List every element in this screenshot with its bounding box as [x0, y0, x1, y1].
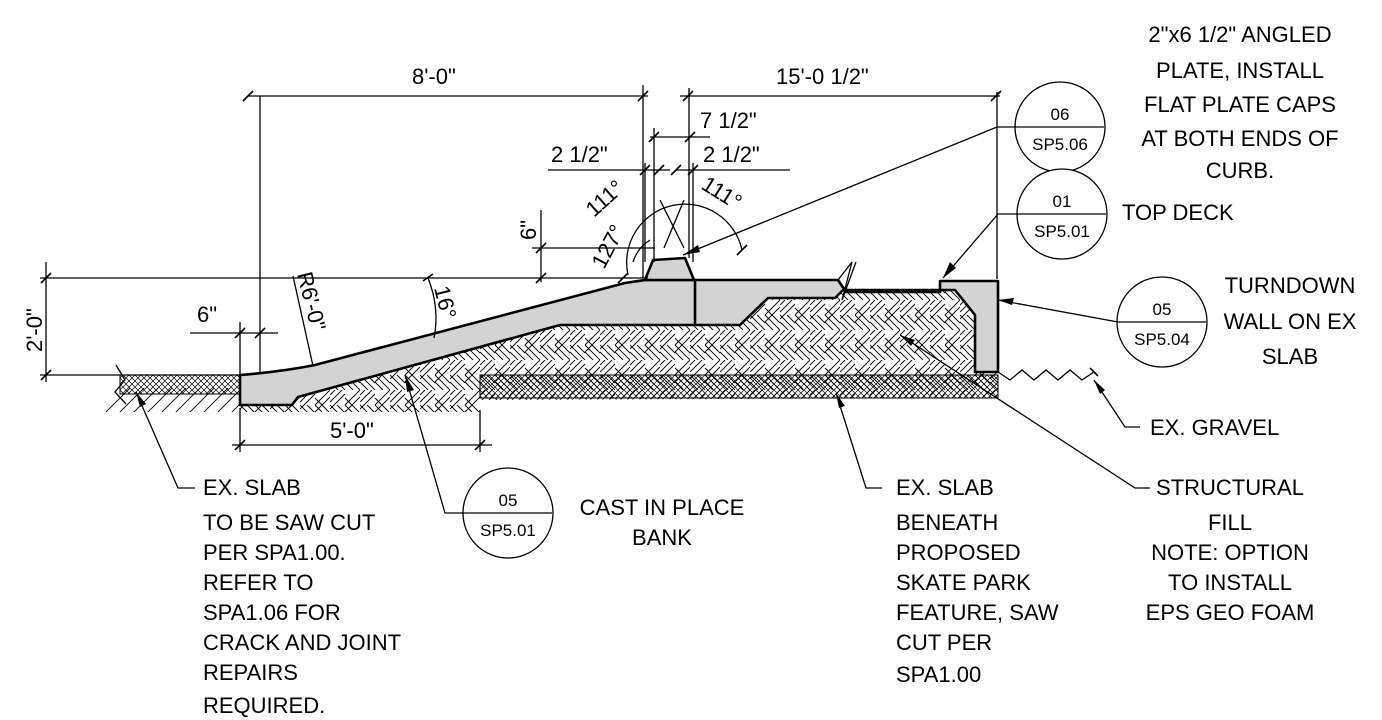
dim-6in-vert: 6" [516, 220, 541, 240]
bank-concrete-shape [238, 278, 1000, 407]
angled-plate-line-2: PLATE, INSTALL [1156, 58, 1324, 83]
ex-slab-center-line-5: FEATURE, SAW [896, 600, 1059, 625]
ex-slab-left-line-5: SPA1.06 FOR [203, 600, 341, 625]
turndown-line-2: WALL ON EX [1224, 309, 1357, 334]
callout-05-sheet: SP5.04 [1134, 330, 1190, 349]
note-ex-slab-center: EX. SLAB BENEATH PROPOSED SKATE PARK FEA… [835, 392, 1059, 687]
angled-plate-line-5: CURB. [1206, 158, 1274, 183]
bank-line-1: CAST IN PLACE [580, 495, 745, 520]
note-ex-slab-left: EX. SLAB TO BE SAW CUT PER SPA1.00. REFE… [135, 391, 401, 718]
ex-slab-center-line-4: SKATE PARK [896, 570, 1031, 595]
ex-slab-left-line-2: TO BE SAW CUT [203, 510, 375, 535]
ex-slab-left-line-3: PER SPA1.00. [203, 540, 346, 565]
structural-fill-line-2: FILL [1208, 510, 1252, 535]
structural-fill-line-5: EPS GEO FOAM [1146, 600, 1315, 625]
existing-slab-left [119, 374, 241, 395]
callout-turndown: 05 SP5.04 TURNDOWN WALL ON EX SLAB [997, 273, 1357, 369]
dim-2ft: 2'-0" [22, 308, 47, 352]
turndown-line-3: SLAB [1262, 344, 1318, 369]
dim-5ft: 5'-0" [330, 418, 374, 443]
ex-slab-center-line-2: BENEATH [896, 510, 998, 535]
dim-127: 127° [586, 220, 629, 272]
dim-8ft: 8'-0" [412, 64, 456, 89]
bank-line-2: BANK [632, 525, 692, 550]
dim-16deg: 16° [429, 283, 461, 321]
ex-slab-center-line-1: EX. SLAB [896, 475, 994, 500]
existing-slab-center [479, 374, 999, 399]
ex-slab-left-line-4: REFER TO [203, 570, 313, 595]
dim-6in: 6" [197, 302, 217, 327]
dim-111-left: 111° [581, 175, 629, 222]
callout-06-num: 06 [1051, 105, 1070, 124]
angled-plate-line-4: AT BOTH ENDS OF [1141, 126, 1338, 151]
note-ex-gravel: EX. GRAVEL [1093, 379, 1279, 440]
ex-slab-left-line-6: CRACK AND JOINT [203, 630, 401, 655]
ex-slab-left-line-8: REQUIRED. [203, 693, 325, 718]
ex-gravel-label: EX. GRAVEL [1150, 415, 1279, 440]
structural-fill-line-3: NOTE: OPTION [1151, 540, 1309, 565]
angled-plate-line-1: 2"x6 1/2" ANGLED [1148, 22, 1331, 47]
concrete-bank [238, 256, 1000, 407]
ex-slab-left-line-1: EX. SLAB [203, 475, 301, 500]
callout-01-sheet: SP5.01 [1034, 222, 1090, 241]
callout-06-sheet: SP5.06 [1032, 135, 1088, 154]
callout-angled-plate: 06 SP5.06 2"x6 1/2" ANGLED PLATE, INSTAL… [682, 22, 1339, 256]
structural-fill-line-4: TO INSTALL [1168, 570, 1292, 595]
ex-slab-center-line-7: SPA1.00 [896, 662, 981, 687]
callout-bank-num: 05 [499, 491, 518, 510]
callout-05-num: 05 [1153, 300, 1172, 319]
saw-cut-break-left [114, 364, 127, 405]
note-structural-fill: STRUCTURAL FILL NOTE: OPTION TO INSTALL … [899, 334, 1315, 625]
dim-2half-left: 2 1/2" [551, 142, 608, 167]
ex-slab-left-line-7: REPAIRS [203, 660, 298, 685]
ex-slab-center-line-3: PROPOSED [896, 540, 1021, 565]
deck-break [837, 261, 857, 301]
dim-7half: 7 1/2" [700, 108, 757, 133]
callout-top-deck: 01 SP5.01 TOP DECK [942, 168, 1234, 279]
callout-bank-sheet: SP5.01 [480, 521, 536, 540]
top-deck-label: TOP DECK [1122, 200, 1234, 225]
structural-fill-line-1: STRUCTURAL [1156, 475, 1304, 500]
ex-gravel-zigzag [997, 369, 1095, 381]
dim-2half-right: 2 1/2" [703, 142, 760, 167]
dim-15ft: 15'-0 1/2" [776, 64, 869, 89]
angled-plate-coping [643, 256, 696, 282]
ex-slab-center-line-6: CUT PER [896, 630, 992, 655]
turndown-line-1: TURNDOWN [1225, 273, 1356, 298]
callout-bank: 05 SP5.01 CAST IN PLACE BANK [404, 374, 745, 559]
angled-plate-line-3: FLAT PLATE CAPS [1144, 92, 1336, 117]
callout-01-num: 01 [1053, 192, 1072, 211]
